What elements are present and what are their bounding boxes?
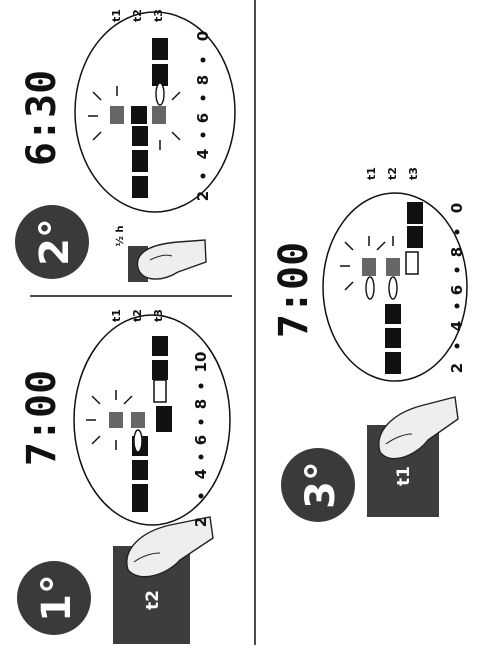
tick-label: 4 <box>192 469 210 479</box>
tick-label: 2 <box>192 517 210 527</box>
cursor-marker <box>133 429 143 453</box>
tick-label: 6 <box>448 285 466 295</box>
hour-scale: 2 4 6 8 0 <box>448 203 466 373</box>
level-label: t2 <box>386 167 399 180</box>
level-label: t1 <box>110 309 123 322</box>
blink-rays <box>340 236 394 291</box>
tick-label: 2 <box>448 363 466 373</box>
level-label: t1 <box>365 167 378 180</box>
tick-dot <box>200 132 206 138</box>
tick-label: 6 <box>194 113 212 123</box>
program-dial <box>74 11 236 213</box>
step-3: 3° t1 7:00 2 4 <box>271 167 468 522</box>
finger-icon <box>378 396 459 460</box>
level-label: t3 <box>152 309 165 322</box>
button-label: t1 <box>394 466 414 486</box>
tick-dot <box>198 454 204 460</box>
cursor-marker <box>155 82 165 106</box>
step-badge <box>15 205 89 279</box>
step-number: 2° <box>32 218 78 266</box>
cursor-marker <box>388 276 398 300</box>
time-display: 7:00 <box>19 370 65 466</box>
cursor-marker <box>365 276 375 300</box>
tick-dot <box>454 303 460 309</box>
level-label: t2 <box>131 9 144 22</box>
time-display: 6:30 <box>19 70 65 166</box>
blink-rays <box>86 390 133 450</box>
step-2: 2° ½ h 6:30 2 <box>15 9 236 282</box>
fingernail <box>385 433 413 445</box>
tick-label: 4 <box>194 149 212 159</box>
hour-scale: 2 4 6 8 0 <box>194 31 212 201</box>
level-label: t1 <box>110 9 123 22</box>
temperature-bars <box>362 202 423 374</box>
temperature-bars <box>109 336 172 512</box>
button-label: ½ h <box>115 226 126 247</box>
level-label: t3 <box>407 167 420 180</box>
tick-dot <box>198 419 204 425</box>
tick-label: 6 <box>192 435 210 445</box>
tick-dot <box>454 343 460 349</box>
program-dial <box>322 192 468 382</box>
tick-label: 2 <box>194 191 212 201</box>
finger-icon <box>126 516 214 578</box>
tick-dot <box>198 493 204 499</box>
tick-dot <box>198 383 204 389</box>
tick-label: 0 <box>448 203 466 213</box>
tick-label: 0 <box>194 31 212 41</box>
temperature-bars <box>110 38 168 198</box>
step-1: 1° t2 7:00 2 <box>17 309 231 644</box>
fingernail <box>149 254 173 261</box>
program-dial <box>73 314 231 526</box>
level-labels: t1 t2 t3 <box>110 9 165 22</box>
fingernail <box>133 552 161 563</box>
level-label: t2 <box>131 309 144 322</box>
tick-label: 8 <box>194 75 212 85</box>
finger-icon <box>136 239 207 280</box>
tick-dot <box>200 95 206 101</box>
tick-dot <box>200 173 206 179</box>
step-badge <box>281 448 355 522</box>
tick-label: 8 <box>192 399 210 409</box>
step-number: 3° <box>298 461 344 509</box>
hour-scale: 2 4 6 8 10 <box>192 352 210 528</box>
level-labels: t1 t2 t3 <box>365 167 420 180</box>
tick-label: 8 <box>448 247 466 257</box>
tick-label: 10 <box>192 352 210 373</box>
button-label: t2 <box>143 590 163 610</box>
time-display: 7:00 <box>271 242 317 338</box>
level-label: t3 <box>152 9 165 22</box>
step-badge <box>17 561 91 635</box>
step-number: 1° <box>34 574 80 622</box>
tick-dot <box>454 229 460 235</box>
tick-dot <box>200 57 206 63</box>
blink-rays <box>88 86 181 150</box>
tick-dot <box>454 267 460 273</box>
level-labels: t1 t2 t3 <box>110 309 165 322</box>
tick-label: 4 <box>448 321 466 331</box>
